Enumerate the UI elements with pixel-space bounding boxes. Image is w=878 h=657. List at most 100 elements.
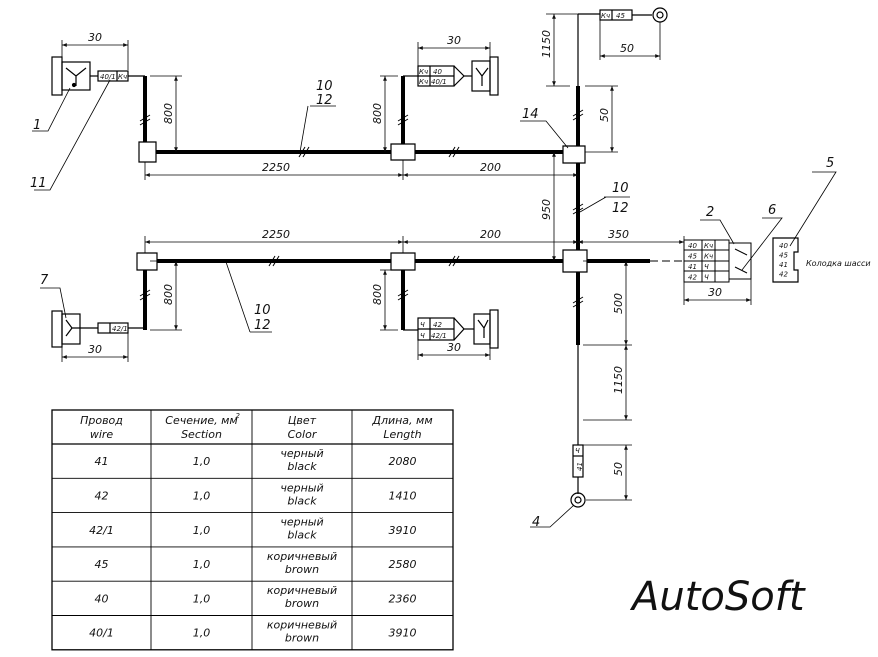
terminal-bottom bbox=[570, 420, 586, 508]
terminal-top-right-mark: Кч bbox=[601, 12, 610, 20]
table-cell-section: 1,0 bbox=[193, 627, 211, 640]
dim-350: 350 bbox=[608, 228, 629, 241]
table-cell-wire: 42/1 bbox=[89, 524, 114, 537]
terminal-bottom-mark: Ч bbox=[575, 447, 580, 455]
lamp-bottom-mid-mark-2: Ч bbox=[420, 332, 425, 340]
leader-1: 1 bbox=[33, 118, 41, 133]
lamp-top-mid-wire-40-1: 40/1 bbox=[431, 78, 447, 86]
connector-row-number: 41 bbox=[688, 263, 697, 271]
table-cell-color-ru: коричневый bbox=[267, 550, 337, 563]
table-cell-section: 1,0 bbox=[193, 558, 211, 571]
connector-row-mark: Ч bbox=[704, 263, 709, 271]
connector-row-mark: Кч bbox=[704, 253, 713, 261]
watermark: AutoSoft bbox=[629, 574, 806, 620]
dim-50-right-top: 50 bbox=[598, 108, 611, 122]
dim-2250-top: 2250 bbox=[262, 161, 290, 174]
table-header-line2: Length bbox=[383, 428, 421, 441]
dim-1150-bottom: 1150 bbox=[612, 366, 625, 394]
dim-200-top: 200 bbox=[480, 161, 501, 174]
lamp-bottom-mid bbox=[403, 309, 499, 349]
table-cell-length: 2360 bbox=[389, 592, 417, 605]
lamp-top-left-wire-label: 40/1 bbox=[100, 73, 116, 81]
lamp-bottom-left-wire: 42/1 bbox=[112, 325, 128, 333]
dim-50-bottom: 50 bbox=[612, 462, 625, 476]
leader-lines bbox=[32, 79, 837, 528]
table-cell-section: 1,0 bbox=[193, 524, 211, 537]
leader-11: 11 bbox=[30, 176, 47, 191]
leader-12-bottom: 12 bbox=[254, 318, 271, 333]
dim-2250-bottom: 2250 bbox=[262, 228, 290, 241]
tee-top-mid bbox=[390, 143, 416, 161]
lamp-top-mid-mark-1: Кч bbox=[419, 68, 428, 76]
dim-800-mid-top: 800 bbox=[371, 103, 384, 124]
junction-tees bbox=[136, 141, 588, 273]
leader-7: 7 bbox=[40, 273, 49, 288]
kolodka-pin: 45 bbox=[779, 252, 788, 260]
kolodka-pin: 41 bbox=[779, 261, 788, 269]
dim-500: 500 bbox=[612, 293, 625, 314]
tee-bottom-mid bbox=[390, 252, 416, 271]
kolodka-label: Колодка шасси bbox=[806, 259, 871, 268]
table-cell-wire: 42 bbox=[95, 489, 109, 502]
dim-800-mid-bottom: 800 bbox=[371, 284, 384, 305]
lamp-bottom-mid-mark-1: Ч bbox=[420, 321, 425, 329]
table-header-line2: wire bbox=[90, 428, 114, 441]
connector-row-number: 45 bbox=[688, 253, 697, 261]
table-header-line1: Длина, мм bbox=[371, 414, 432, 427]
leader-4: 4 bbox=[532, 515, 540, 530]
table-cell-color-ru: черный bbox=[280, 481, 323, 494]
lamp-top-left-mark-label: Кч bbox=[118, 73, 127, 81]
leader-5: 5 bbox=[826, 156, 834, 171]
table-cell-length: 2580 bbox=[389, 558, 417, 571]
kolodka-pin: 42 bbox=[779, 271, 788, 279]
leader-14: 14 bbox=[522, 107, 539, 122]
table-cell-length: 1410 bbox=[389, 489, 417, 502]
dim-50-top: 50 bbox=[620, 42, 634, 55]
dim-30-top-right: 30 bbox=[447, 34, 461, 47]
kolodka-shassi bbox=[772, 237, 799, 283]
table-cell-color-ru: коричневый bbox=[267, 584, 337, 597]
dim-30-top-left: 30 bbox=[88, 31, 102, 44]
lamp-top-mid bbox=[403, 56, 499, 96]
lamp-bottom-left bbox=[51, 310, 145, 348]
table-border bbox=[51, 409, 454, 651]
table-cell-length: 3910 bbox=[389, 524, 417, 537]
table-cell-color-en: black bbox=[287, 460, 317, 473]
lamp-top-mid-mark-2: Кч bbox=[419, 78, 428, 86]
table-cell-color-en: brown bbox=[285, 563, 319, 576]
kolodka-pin: 40 bbox=[779, 242, 788, 250]
dim-800-left-top: 800 bbox=[162, 103, 175, 124]
dimension-lines bbox=[61, 13, 752, 501]
terminal-top-right-wire: 45 bbox=[616, 12, 625, 20]
dim-800-left-bottom: 800 bbox=[162, 284, 175, 305]
leader-2: 2 bbox=[706, 205, 714, 220]
table-cell-length: 3910 bbox=[389, 627, 417, 640]
dim-30-bottom-mid: 30 bbox=[447, 341, 461, 354]
dim-200-bottom: 200 bbox=[480, 228, 501, 241]
table-cell-section: 1,0 bbox=[193, 489, 211, 502]
dim-30-connector: 30 bbox=[708, 286, 722, 299]
table-cell-wire: 40 bbox=[95, 592, 109, 605]
table-cell-wire: 40/1 bbox=[89, 627, 114, 640]
connector-row-number: 42 bbox=[688, 274, 697, 282]
table-cell-color-en: black bbox=[287, 529, 317, 542]
connector-row-mark: Ч bbox=[704, 274, 709, 282]
leader-12-top: 12 bbox=[316, 93, 333, 108]
lamp-bottom-mid-wire-42: 42 bbox=[433, 321, 442, 329]
lamp-top-mid-wire-40: 40 bbox=[433, 68, 442, 76]
table-cell-color-en: black bbox=[287, 494, 317, 507]
table-cell-wire: 41 bbox=[95, 455, 109, 468]
tee-bottom-right bbox=[562, 249, 588, 273]
table-cell-section: 1,0 bbox=[193, 592, 211, 605]
table-cell-color-en: brown bbox=[285, 597, 319, 610]
lamp-bottom-mid-wire-42-1: 42/1 bbox=[431, 332, 447, 340]
leader-10-bottom: 10 bbox=[254, 303, 271, 318]
table-header-superscript: 2 bbox=[236, 412, 241, 420]
dim-1150-top: 1150 bbox=[540, 30, 553, 58]
table-cell-color-ru: черный bbox=[280, 447, 323, 460]
break-marks bbox=[139, 109, 584, 308]
dim-950: 950 bbox=[540, 199, 553, 220]
